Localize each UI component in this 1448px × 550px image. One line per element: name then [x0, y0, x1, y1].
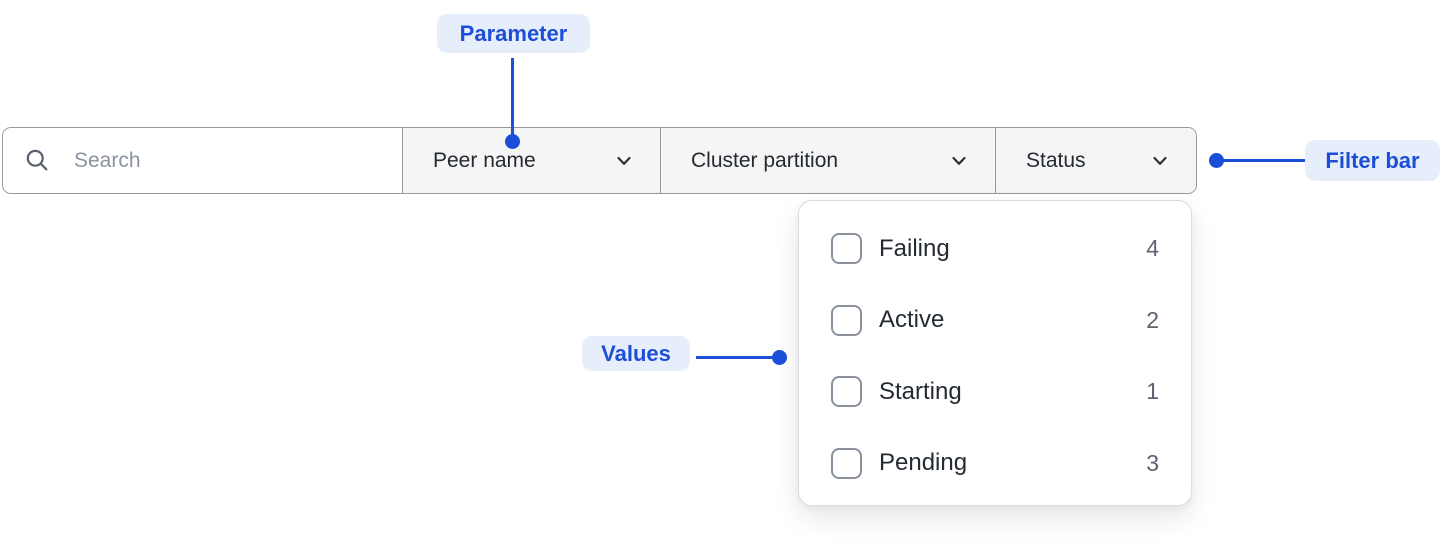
status-option-label: Starting: [879, 377, 962, 405]
connector-dot-filter-bar: [1209, 153, 1224, 168]
annotation-parameter-text: Parameter: [459, 20, 568, 46]
connector-dot-values: [772, 350, 787, 365]
annotation-values-label: Values: [582, 336, 690, 371]
chevron-down-icon: [617, 156, 631, 165]
search-icon: [26, 149, 48, 171]
status-option-count: 4: [1146, 235, 1159, 262]
annotation-values-text: Values: [601, 340, 671, 366]
annotation-filter-bar-text: Filter bar: [1325, 147, 1420, 173]
annotation-filter-bar-label: Filter bar: [1305, 140, 1440, 181]
status-option-active[interactable]: Active 2: [799, 285, 1191, 357]
status-option-failing[interactable]: Failing 4: [799, 213, 1191, 285]
annotation-parameter-label: Parameter: [437, 14, 590, 53]
status-option-starting[interactable]: Starting 1: [799, 356, 1191, 428]
status-option-label: Active: [879, 306, 945, 334]
status-dropdown-label: Status: [1026, 148, 1086, 172]
connector-line-parameter: [511, 58, 514, 136]
chevron-down-icon: [1153, 156, 1167, 165]
cluster-partition-dropdown[interactable]: Cluster partition: [661, 128, 996, 193]
connector-line-filter-bar: [1222, 159, 1305, 162]
status-dropdown[interactable]: Status: [996, 128, 1196, 193]
cluster-partition-dropdown-label: Cluster partition: [691, 148, 839, 172]
failing-checkbox[interactable]: [831, 233, 862, 265]
status-option-label: Pending: [879, 449, 968, 477]
active-checkbox[interactable]: [831, 304, 862, 336]
starting-checkbox[interactable]: [831, 376, 862, 408]
pending-checkbox[interactable]: [831, 447, 862, 479]
filter-bar: Peer name Cluster partition Status: [2, 127, 1197, 194]
peer-name-dropdown-label: Peer name: [433, 148, 536, 172]
status-option-pending[interactable]: Pending 3: [799, 428, 1191, 500]
status-option-count: 2: [1146, 306, 1159, 333]
status-option-label: Failing: [879, 234, 950, 262]
search-field[interactable]: [3, 128, 403, 193]
status-filter-menu: Failing 4 Active 2 Starting 1 Pending 3: [798, 200, 1192, 506]
peer-name-dropdown[interactable]: Peer name: [403, 128, 661, 193]
status-option-count: 1: [1146, 378, 1159, 405]
chevron-down-icon: [952, 156, 966, 165]
status-option-count: 3: [1146, 449, 1159, 476]
search-input[interactable]: [72, 147, 386, 174]
connector-dot-parameter: [505, 134, 520, 149]
connector-line-values: [696, 356, 775, 359]
